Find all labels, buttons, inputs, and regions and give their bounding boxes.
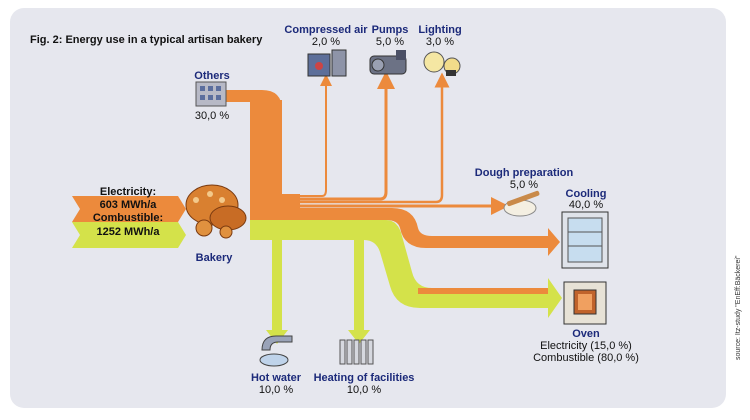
electricity-input-label: Electricity: — [99, 186, 157, 198]
electricity-input-value: 603 MWh/a — [99, 199, 157, 211]
refrigerator-icon — [561, 211, 609, 269]
compressed-air-label: Compressed air — [284, 24, 368, 36]
hot-water-value: 10,0 % — [258, 384, 294, 396]
lighting-label: Lighting — [418, 24, 462, 36]
light-bulb-icon — [423, 51, 461, 76]
others-value: 30,0 % — [194, 110, 230, 122]
office-building-icon — [195, 81, 227, 107]
combustible-input-label: Combustible: — [92, 212, 164, 224]
oven-electricity-share: Electricity (15,0 %) — [540, 340, 632, 352]
cooling-label: Cooling — [565, 188, 607, 200]
oven-combustible-share: Combustible (80,0 %) — [533, 352, 639, 364]
source-note: source: Itz-study "EnEff:Bäckerei" — [735, 255, 742, 360]
flow-lighting — [300, 72, 450, 204]
heating-label: Heating of facilities — [313, 372, 415, 384]
compressor-icon — [307, 49, 347, 77]
combustible-input-value: 1252 MWh/a — [96, 226, 160, 238]
heating-value: 10,0 % — [346, 384, 382, 396]
hot-water-label: Hot water — [250, 372, 302, 384]
flow-pumps — [300, 71, 395, 201]
flow-compressed-air — [300, 74, 332, 197]
bakery-label: Bakery — [195, 252, 233, 264]
bread-icon — [185, 184, 247, 239]
oven-icon — [563, 281, 607, 325]
flow-heating — [348, 240, 370, 344]
cooling-value: 40,0 % — [568, 199, 604, 211]
combustible-trunk — [250, 220, 370, 240]
flow-others-connector — [222, 90, 282, 110]
dough-icon — [503, 190, 540, 217]
electricity-input-arrow — [72, 196, 186, 222]
pumps-label: Pumps — [371, 24, 409, 36]
dough-preparation-value: 5,0 % — [509, 179, 539, 191]
flow-oven-electricity — [418, 288, 548, 294]
others-label: Others — [194, 70, 230, 82]
flow-others-drop — [262, 100, 282, 200]
figure-title: Fig. 2: Energy use in a typical artisan … — [30, 34, 263, 46]
combustible-input-arrow — [72, 222, 186, 248]
pumps-value: 5,0 % — [375, 36, 405, 48]
compressed-air-value: 2,0 % — [311, 36, 341, 48]
oven-label: Oven — [572, 328, 600, 340]
lighting-value: 3,0 % — [425, 36, 455, 48]
faucet-icon — [259, 335, 293, 367]
radiator-icon — [339, 339, 374, 365]
dough-preparation-label: Dough preparation — [474, 167, 574, 179]
flow-hot-water — [266, 240, 288, 344]
pump-icon — [369, 50, 407, 75]
